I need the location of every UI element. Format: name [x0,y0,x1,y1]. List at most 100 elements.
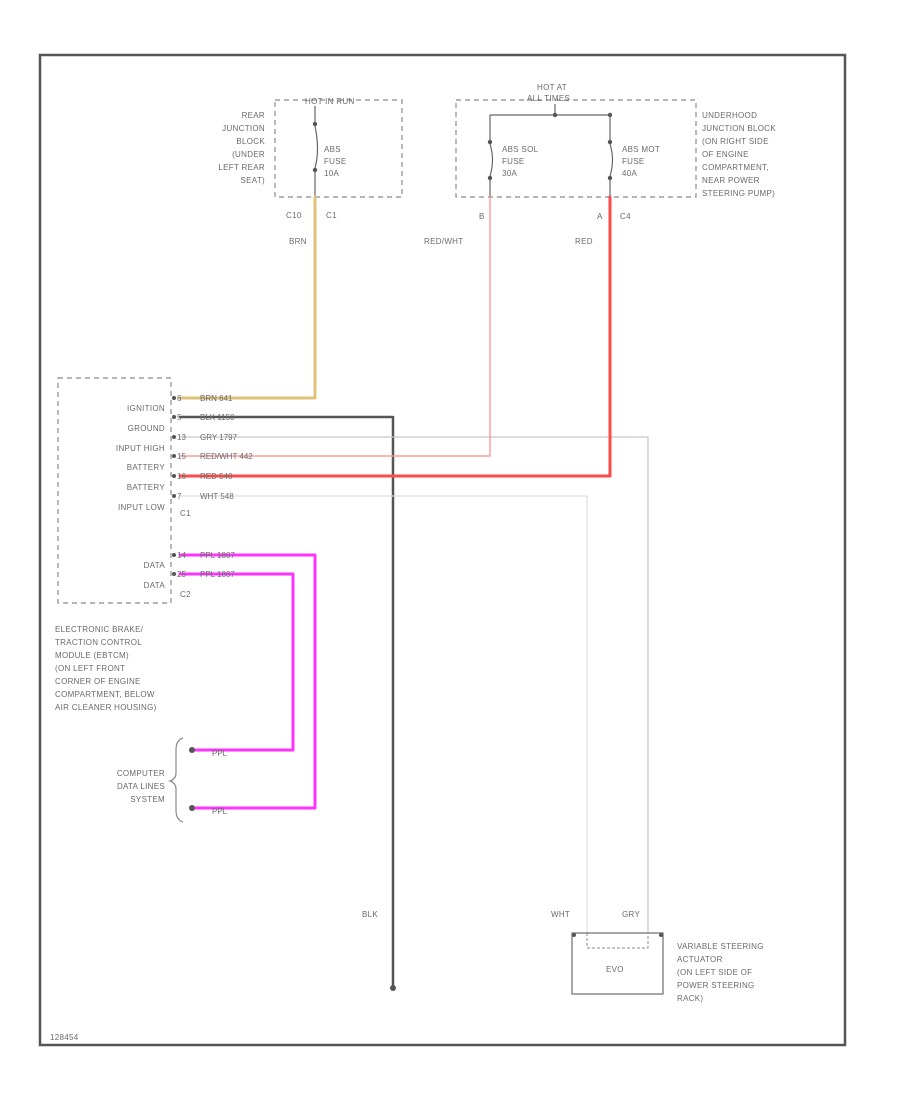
pin-number-5: 5 [177,413,182,422]
wht-wire-548 [179,495,588,934]
module-conn-c1: C1 [180,509,191,518]
module-terminal [172,396,176,400]
gry-wire-1797 [179,436,649,934]
abs-fuse-10a-terminal-top [312,121,318,127]
actuator-terminal-right [659,933,663,937]
abs-fuse-10a-label-2: FUSE [324,157,347,166]
underhood-junction-block-box [455,99,697,198]
data-lines-label: COMPUTER DATA LINES SYSTEM [117,769,165,804]
actuator-inner-label: EVO [606,965,624,974]
data-lines-label-3: SYSTEM [130,795,165,804]
circuit-red-wht-442: RED/WHT 442 [200,452,253,461]
actuator-label-4: POWER STEERING [677,981,755,990]
abs-mot-fuse-element [609,143,614,177]
abs-fuse-10a-element [314,125,319,169]
actuator-wire-wht-label: WHT [551,910,570,919]
ground-terminal [390,985,396,991]
data-lines-label-1: COMPUTER [117,769,165,778]
module-conn-c2: C2 [180,590,191,599]
data-line-terminal-bottom [189,805,195,811]
abs-sol-fuse-label-2: FUSE [502,157,525,166]
abs-sol-fuse-element [489,143,494,177]
underhood-conn-c4: C4 [620,212,631,221]
ebtcm-label-6: COMPARTMENT, BELOW [55,690,155,699]
figure-code: 128454 [50,1033,79,1042]
module-pin-terminals [172,396,176,576]
ebtcm-label: ELECTRONIC BRAKE/ TRACTION CONTROL MODUL… [55,625,156,712]
abs-mot-fuse-terminal-bottom [607,175,613,181]
module-terminal [172,415,176,419]
actuator-label-1: VARIABLE STEERING [677,942,764,951]
circuit-gry-1797: GRY 1797 [200,433,238,442]
ebtcm-label-5: CORNER OF ENGINE [55,677,141,686]
pin-number-14: 14 [177,551,186,560]
module-terminal [172,494,176,498]
abs-sol-fuse-label-1: ABS SOL [502,145,539,154]
module-terminal [172,435,176,439]
red-wire-label: RED [575,237,593,246]
actuator-label: VARIABLE STEERING ACTUATOR (ON LEFT SIDE… [677,942,764,1003]
module-terminal [172,553,176,557]
module-pin-rows: IGNITION GROUND INPUT HIGH BATTERY BATTE… [116,404,165,590]
circuit-red-540: RED 540 [200,472,233,481]
module-pin-ground: GROUND [128,424,165,433]
underhood-pin-b: B [479,212,485,221]
brn-wire-641 [178,195,317,400]
rear-junction-label-1: REAR [242,111,265,120]
pin-number-7: 7 [177,492,182,501]
rear-junction-label-4: (UNDER [232,150,265,159]
module-pin-ignition: IGNITION [127,404,165,413]
underhood-label-3: (ON RIGHT SIDE [702,137,769,146]
module-pin-battery-2: BATTERY [127,483,166,492]
abs-mot-fuse-label-1: ABS MOT [622,145,660,154]
circuit-ppl-1807-a: PPL 1807 [200,551,235,560]
underhood-label-1: UNDERHOOD [702,111,757,120]
circuit-blk-1150: BLK 1150 [200,413,235,422]
rear-junction-label-3: BLOCK [236,137,265,146]
module-circuit-labels: BRN 641 BLK 1150 GRY 1797 RED/WHT 442 RE… [200,394,253,579]
variable-steering-actuator-box [571,932,664,995]
module-terminal [172,572,176,576]
rear-junction-conn-c10: C10 [286,211,302,220]
abs-mot-fuse-label-2: FUSE [622,157,645,166]
underhood-bus-splice [552,112,558,118]
abs-sol-fuse-label-3: 30A [502,169,517,178]
underhood-label-2: JUNCTION BLOCK [702,124,776,133]
module-terminal [172,454,176,458]
rear-junction-block-box [274,99,403,198]
rear-junction-label-2: JUNCTION [222,124,265,133]
red-wht-wire-442 [179,196,491,457]
hot-at-all-times-label-2: ALL TIMES [527,94,570,103]
circuit-ppl-1807-b: PPL 1807 [200,570,235,579]
abs-mot-fuse-terminal-top [607,139,613,145]
module-terminal [172,474,176,478]
ebtcm-label-1: ELECTRONIC BRAKE/ [55,625,144,634]
circuit-brn-641: BRN 641 [200,394,233,403]
abs-sol-fuse-terminal-top [487,139,493,145]
actuator-label-5: RACK) [677,994,703,1003]
module-pin-numbers: 6 5 13 15 16 7 14 25 [177,394,186,579]
ebtcm-module-box [57,377,172,604]
rear-junction-conn-c1: C1 [326,211,337,220]
ppl-data-wire-1807-inner [178,572,295,752]
data-line-wire-top: PPL [212,749,228,758]
hot-in-run-label: HOT IN RUN [305,97,355,106]
diagram-frame [38,53,847,1047]
ppl-data-wire-1807-outer [178,553,317,810]
ebtcm-label-3: MODULE (EBTCM) [55,651,129,660]
circuit-wht-548: WHT 548 [200,492,234,501]
actuator-label-2: ACTUATOR [677,955,723,964]
actuator-label-3: (ON LEFT SIDE OF [677,968,752,977]
actuator-wire-gry-label: GRY [622,910,640,919]
actuator-coil [586,933,649,949]
red-wire-540 [178,195,612,478]
pin-number-25: 25 [177,570,186,579]
hot-at-all-times-label-1: HOT AT [537,83,567,92]
module-pin-input-low: INPUT LOW [118,503,165,512]
abs-fuse-10a-label-1: ABS [324,145,341,154]
brn-wire-label: BRN [289,237,307,246]
blk-ground-wire-1150 [178,415,395,987]
actuator-terminal-left [572,933,576,937]
rear-junction-label-6: SEAT) [241,176,266,185]
